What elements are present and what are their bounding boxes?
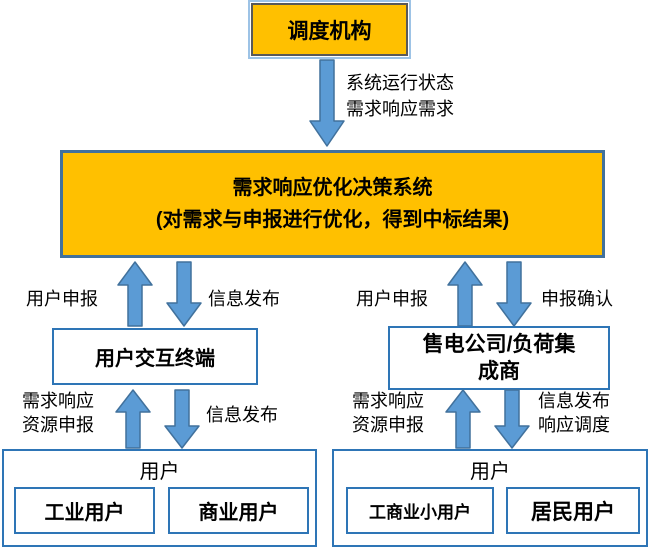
edge-label-line: 系统运行状态: [346, 73, 454, 93]
edge-label-aggregator-up: 用户申报: [356, 289, 428, 309]
down-arrow-icon: [309, 59, 345, 147]
edge-label-line: 需求响应需求: [346, 99, 454, 119]
edge-label-line: 需求响应: [352, 391, 424, 411]
edge-label-users-right-down: 信息发布 响应调度: [538, 389, 610, 437]
node-decision-system: 需求响应优化决策系统 (对需求与申报进行优化，得到中标结果): [60, 150, 605, 258]
node-dispatch-agency: 调度机构: [248, 0, 411, 59]
edge-label-line: 信息发布: [538, 391, 610, 411]
node-users-right-group: 用户 工商业小用户 居民用户: [332, 449, 648, 547]
node-dispatch-label: 调度机构: [287, 19, 372, 43]
node-commercial-users: 商业用户: [168, 487, 309, 534]
node-residential-users: 居民用户: [506, 487, 640, 534]
down-arrow-icon: [166, 261, 202, 327]
up-arrow-icon: [117, 261, 153, 327]
node-user-terminal: 用户交互终端: [52, 328, 258, 385]
node-aggregator: 售电公司/负荷集成商: [388, 326, 610, 390]
edge-label-users-left-down: 信息发布: [206, 405, 278, 425]
node-small-commercial-users: 工商业小用户: [346, 487, 494, 534]
edge-label-users-right-up: 需求响应 资源申报: [352, 389, 424, 437]
edge-label-aggregator-down: 申报确认: [541, 289, 613, 309]
users-left-group-title: 用户: [139, 461, 180, 483]
edge-label-line: 响应调度: [538, 415, 610, 435]
node-small-commercial-users-label: 工商业小用户: [369, 503, 471, 522]
edge-label-users-left-up: 需求响应 资源申报: [22, 389, 94, 437]
up-arrow-icon: [447, 261, 483, 327]
edge-label-line: 需求响应: [22, 391, 94, 411]
down-arrow-icon: [494, 389, 530, 449]
down-arrow-icon: [496, 261, 532, 327]
edge-label-terminal-up: 用户申报: [26, 289, 98, 309]
node-decision-subtitle: (对需求与申报进行优化，得到中标结果): [155, 209, 510, 231]
edge-label-line: 资源申报: [352, 415, 424, 435]
up-arrow-icon: [115, 389, 151, 449]
up-arrow-icon: [445, 389, 481, 449]
node-residential-users-label: 居民用户: [531, 500, 615, 524]
edge-label-dispatch-down: 系统运行状态 需求响应需求: [346, 70, 454, 122]
node-user-terminal-label: 用户交互终端: [95, 348, 215, 370]
node-aggregator-label: 售电公司/负荷集成商: [422, 332, 576, 383]
node-industrial-users-label: 工业用户: [44, 502, 125, 524]
node-users-left-group: 用户 工业用户 商业用户: [2, 449, 317, 547]
edge-label-terminal-down: 信息发布: [208, 289, 280, 309]
users-right-group-title: 用户: [470, 461, 510, 483]
node-commercial-users-label: 商业用户: [198, 502, 279, 524]
edge-label-line: 资源申报: [22, 415, 94, 435]
node-industrial-users: 工业用户: [14, 487, 155, 534]
down-arrow-icon: [164, 389, 200, 449]
node-decision-title: 需求响应优化决策系统: [232, 177, 433, 199]
